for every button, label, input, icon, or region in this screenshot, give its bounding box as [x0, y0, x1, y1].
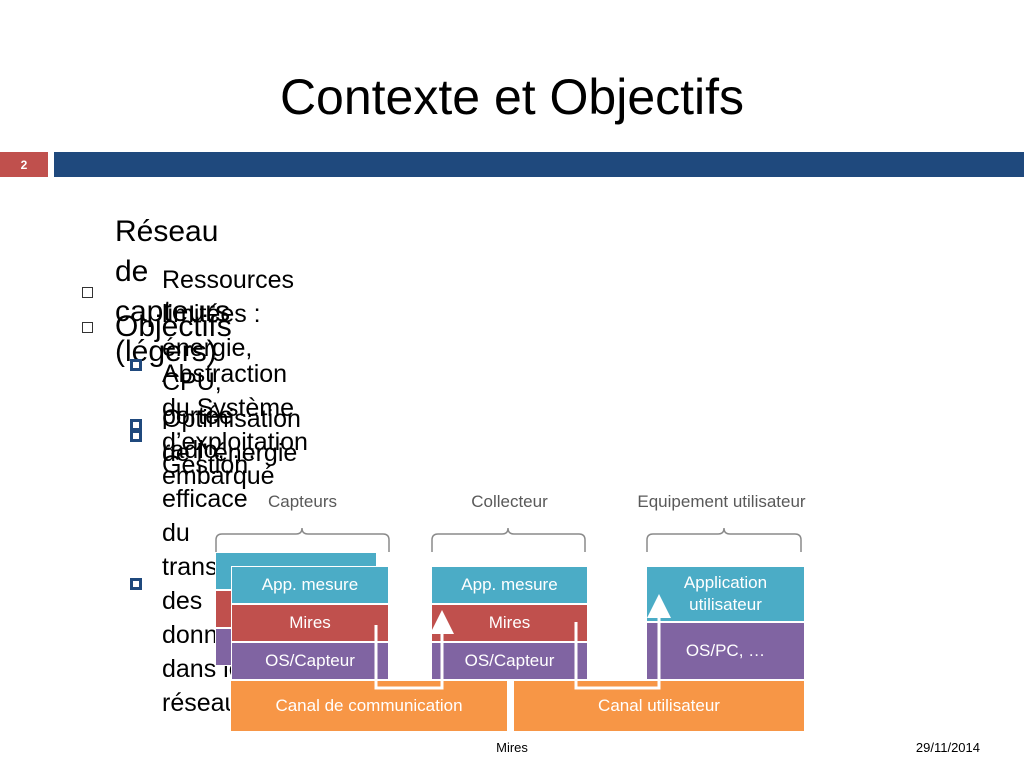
bullet-level2: Optimisation de l’ énergie: [130, 402, 301, 470]
square-bullet-icon: [130, 419, 142, 431]
arrow-collecteur-to-utilisateur: [574, 594, 671, 690]
bullet-text: Réseau de capteurs (légers): [115, 215, 231, 368]
block-os-collecteur: OS/Capteur: [431, 642, 588, 680]
block-mires-collecteur: Mires: [431, 604, 588, 642]
bullet-text: Ressources limitées : énergie, CPU, port…: [162, 266, 294, 464]
block-app-mesure-collecteur: App. mesure: [431, 566, 588, 604]
block-os-capteur: OS/Capteur: [231, 642, 389, 680]
footer-center: Mires: [496, 740, 528, 755]
bracket-capteurs: [215, 527, 390, 552]
block-canal-utilisateur: Canal utilisateur: [513, 680, 805, 732]
bracket-collecteur: [431, 527, 586, 552]
hollow-square-bullet-icon: [82, 321, 93, 333]
bullet-text: Objectifs: [115, 310, 232, 343]
arrow-capteur-to-collecteur: [374, 610, 454, 690]
bullet-level2: Abstraction du Système d’exploitation em…: [130, 357, 308, 493]
block-os-pc: OS/PC, …: [646, 622, 805, 680]
block-canal-communication: Canal de communication: [230, 680, 508, 732]
hollow-square-bullet-icon: [82, 286, 93, 298]
group-label-equipement: Equipement utilisateur: [637, 492, 806, 511]
square-bullet-icon: [130, 578, 142, 590]
bullet-level2: Gestion efficace du transport des donnée…: [130, 448, 261, 720]
bullet-level1: Objectifs: [82, 307, 232, 347]
block-label-line2: utilisateur: [689, 595, 762, 614]
block-label-line1: Application: [683, 573, 768, 592]
footer-date: 29/11/2014: [915, 740, 980, 755]
bullet-text: Abstraction du Système d’exploitation em…: [162, 360, 308, 490]
block-mires-capteur: Mires: [231, 604, 389, 642]
group-label-capteurs: Capteurs: [268, 492, 337, 511]
block-application-utilisateur: Application utilisateur: [646, 566, 805, 622]
bullet-text: Optimisation de l’ énergie: [162, 405, 301, 467]
slide-title: Contexte et Objectifs: [279, 69, 745, 125]
group-label-collecteur: Collecteur: [471, 492, 548, 511]
bullet-level1: Réseau de capteurs (légers): [82, 212, 230, 372]
bracket-equipement: [646, 527, 802, 552]
bullet-level2: Ressources limitées : énergie, CPU, port…: [130, 263, 294, 467]
square-bullet-icon: [130, 359, 142, 371]
block-app-mesure-capteur: App. mesure: [231, 566, 389, 604]
slide-number: 2: [0, 152, 48, 177]
title-band: [54, 152, 1024, 177]
square-bullet-icon: [130, 430, 142, 442]
